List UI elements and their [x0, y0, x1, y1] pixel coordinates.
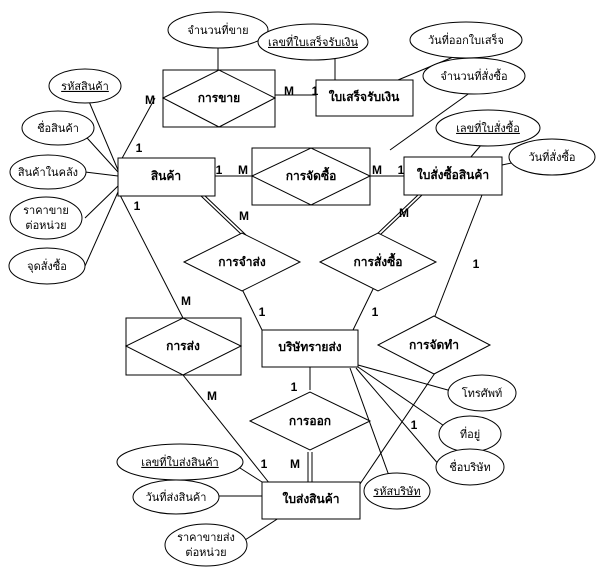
svg-text:เลขที่ใบส่งสินค้า: เลขที่ใบส่งสินค้า — [141, 454, 218, 469]
attr-ship-price: ราคาขายส่ง ต่อหน่วย — [164, 523, 248, 567]
svg-text:ต่อหน่วย: ต่อหน่วย — [25, 220, 66, 232]
card-product-ship: 1 — [134, 199, 141, 213]
entity-purchase-order: ใบสั่งซื้อสินค้า — [403, 156, 503, 196]
entity-po-label: ใบสั่งซื้อสินค้า — [417, 165, 489, 182]
relation-order-label: การสั่งซื้อ — [354, 252, 403, 269]
svg-text:ต่อหน่วย: ต่อหน่วย — [185, 547, 226, 559]
attr-po-date: วันที่สั่งซื้อ — [508, 138, 596, 176]
attr-po-no: เลขที่ใบสั่งซื้อ — [435, 109, 541, 147]
attr-company-id: รหัสบริษัท — [363, 472, 431, 510]
card-sell-receipt-m: M — [284, 84, 294, 98]
svg-text:รหัสบริษัท: รหัสบริษัท — [373, 486, 420, 498]
card-order-company: 1 — [372, 305, 379, 319]
card-sell-product: M — [145, 93, 155, 107]
svg-text:รหัสสินค้า: รหัสสินค้า — [61, 81, 109, 93]
relation-buy: การจัดซื้อ — [250, 147, 372, 206]
attr-product-id: รหัสสินค้า — [48, 68, 122, 104]
svg-text:ราคาขาย: ราคาขาย — [23, 205, 69, 217]
relation-send: การออก — [248, 391, 372, 451]
card-product-dist: M — [239, 209, 249, 223]
card-ship-m: M — [181, 294, 191, 308]
card-po-issue: 1 — [473, 257, 480, 271]
svg-text:สินค้าในคลัง: สินค้าในคลัง — [18, 166, 78, 179]
attr-delivery-no: เลขที่ใบส่งสินค้า — [116, 443, 244, 481]
relation-send-label: การออก — [289, 414, 331, 428]
svg-text:ชื่อสินค้า: ชื่อสินค้า — [37, 120, 79, 135]
card-buy-product-m: M — [238, 163, 248, 177]
svg-text:ที่อยู่: ที่อยู่ — [460, 426, 480, 441]
svg-text:จำนวนที่ขาย: จำนวนที่ขาย — [187, 22, 248, 37]
card-sell-receipt-1: 1 — [312, 84, 319, 98]
attr-unit-price: ราคาขาย ต่อหน่วย — [9, 196, 83, 240]
svg-text:โทรศัพท์: โทรศัพท์ — [462, 386, 503, 400]
card-delivery-1: 1 — [261, 457, 268, 471]
card-send-delivery: M — [290, 457, 300, 471]
entity-receipt-label: ใบเสร็จรับเงิน — [329, 89, 400, 104]
relation-order: การสั่งซื้อ — [318, 232, 438, 292]
entity-product-label: สินค้า — [151, 169, 181, 183]
card-product-buy: 1 — [216, 163, 223, 177]
entity-company: บริษัทรายส่ง — [261, 329, 359, 368]
relation-sell: การขาย — [161, 69, 277, 128]
svg-text:จุดสั่งซื้อ: จุดสั่งซื้อ — [27, 258, 67, 273]
cardinality-labels: M 1 M 1 1 M M 1 1 M M 1 M 1 1 1 M 1 1 M — [134, 84, 480, 471]
svg-text:ชื่อบริษัท: ชื่อบริษัท — [449, 459, 490, 474]
svg-text:วันที่ออกใบเสร็จ: วันที่ออกใบเสร็จ — [428, 32, 504, 47]
card-po-order: M — [399, 206, 409, 220]
attr-phone: โทรศัพท์ — [447, 374, 517, 412]
attr-address: ที่อยู่ — [438, 415, 502, 453]
entity-product: สินค้า — [117, 157, 216, 197]
card-company-issue: 1 — [411, 418, 418, 432]
card-buy-po-1: 1 — [398, 163, 405, 177]
relation-dist-label: การจำส่ง — [218, 255, 266, 269]
svg-text:ราคาขายส่ง: ราคาขายส่ง — [177, 532, 235, 544]
relation-issue: การจัดทำ — [376, 315, 492, 375]
card-ship-delivery: M — [207, 389, 217, 403]
attr-qty-ordered: จำนวนที่สั่งซื้อ — [422, 57, 526, 95]
relation-ship: การส่ง — [124, 317, 243, 376]
attr-product-name: ชื่อสินค้า — [21, 110, 95, 146]
svg-text:จำนวนที่สั่งซื้อ: จำนวนที่สั่งซื้อ — [440, 68, 507, 83]
attr-receipt-no: เลขที่ใบเสร็จรับเงิน — [257, 23, 369, 61]
svg-text:วันที่ส่งสินค้า: วันที่ส่งสินค้า — [146, 489, 207, 504]
card-dist-company: 1 — [259, 305, 266, 319]
svg-text:เลขที่ใบเสร็จรับเงิน: เลขที่ใบเสร็จรับเงิน — [268, 34, 358, 49]
svg-text:เลขที่ใบสั่งซื้อ: เลขที่ใบสั่งซื้อ — [456, 120, 520, 135]
attr-qty-sold: จำนวนที่ขาย — [167, 11, 269, 49]
svg-text:วันที่สั่งซื้อ: วันที่สั่งซื้อ — [528, 149, 575, 164]
attr-company-name: ชื่อบริษัท — [435, 448, 505, 486]
attr-delivery-date: วันที่ส่งสินค้า — [132, 479, 220, 515]
relation-ship-label: การส่ง — [166, 339, 200, 353]
attr-receipt-date: วันที่ออกใบเสร็จ — [409, 21, 523, 59]
relation-issue-label: การจัดทำ — [409, 338, 459, 352]
relation-sell-label: การขาย — [198, 91, 240, 105]
attr-reorder-point: จุดสั่งซื้อ — [8, 247, 86, 285]
entity-receipt: ใบเสร็จรับเงิน — [315, 79, 414, 117]
card-company-send: 1 — [291, 380, 298, 394]
card-buy-po-m: M — [372, 163, 382, 177]
card-product-top: 1 — [136, 141, 143, 155]
entity-company-label: บริษัทรายส่ง — [278, 340, 341, 354]
entity-delivery-label: ใบส่งสินค้า — [283, 491, 340, 506]
relation-dist: การจำส่ง — [182, 232, 302, 292]
attr-stock: สินค้าในคลัง — [9, 154, 87, 190]
entity-delivery: ใบส่งสินค้า — [261, 481, 361, 520]
relation-buy-label: การจัดซื้อ — [286, 166, 337, 183]
